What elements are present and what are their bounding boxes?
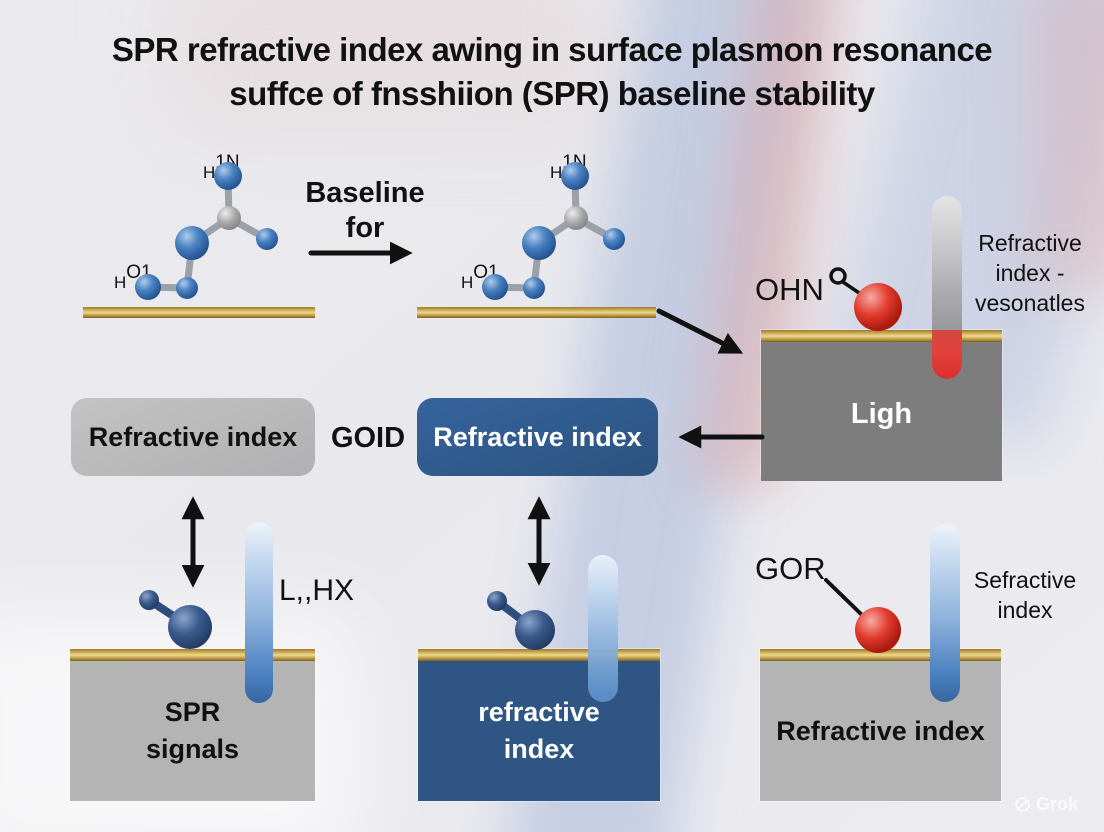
adsorbate-label-gor: GOR (755, 551, 826, 586)
sensor-box-refractive-index-blue-label: refractive index (418, 661, 660, 801)
grok-logo-icon (1015, 797, 1030, 812)
sensor-box-spr-signals-label: SPR signals (70, 661, 315, 801)
gold-label-goid: GOID (330, 422, 406, 454)
watermark: Grok (1014, 794, 1078, 815)
sensor-box-spr-signals: SPR signals (70, 649, 315, 801)
watermark-label: Grok (1036, 794, 1079, 814)
navy-molecule-middle (487, 591, 555, 650)
pill-refractive-index-gray: Refractive index (71, 398, 315, 476)
gold-strip (761, 330, 1002, 342)
gold-surface-bar-left (83, 307, 315, 318)
title-line-2: suffce of fnsshiion (SPR) baseline stabi… (229, 75, 875, 112)
probe-capsule-red-tip (932, 330, 962, 379)
sensor-box-refractive-index-gray: Refractive index (760, 649, 1001, 801)
red-sphere-top (854, 283, 902, 331)
figure-title: SPR refractive index awing in surface pl… (0, 28, 1104, 116)
adsorbate-label-ohn: OHN (755, 272, 824, 307)
arrow-to-ligh-box (656, 308, 744, 354)
caption-refractive-index-vesonatles: Refractive index - vesonatles (975, 230, 1085, 316)
gold-surface-bar-middle (417, 307, 656, 318)
pill-refractive-index-gray-label: Refractive index (88, 421, 298, 452)
gor-pointer (824, 578, 863, 616)
gold-strip (418, 649, 660, 661)
pill-refractive-index-blue-label: Refractive index (433, 421, 642, 452)
title-line-1: SPR refractive index awing in surface pl… (111, 31, 993, 68)
baseline-arrow-label: Baseline for (305, 177, 425, 244)
probe-capsule-blue-middle (588, 555, 618, 702)
sensor-box-ligh-label: Ligh (761, 342, 1002, 481)
capsule-label-lhx: L,,HX (279, 574, 355, 607)
ohn-pointer (829, 267, 870, 301)
pill-refractive-index-blue: Refractive index (417, 398, 658, 476)
sensor-box-refractive-index-gray-label: Refractive index (760, 661, 1001, 801)
probe-capsule-blue-left (245, 522, 273, 703)
sensor-box-refractive-index-blue: refractive index (418, 649, 660, 801)
gold-strip (70, 649, 315, 661)
red-sphere-bottom (855, 607, 901, 653)
probe-capsule-blue-right (930, 524, 960, 702)
caption-sefractive-index: Sefractive index (973, 567, 1077, 623)
gold-strip (760, 649, 1001, 661)
navy-molecule-left (139, 590, 212, 649)
sensor-box-ligh: Ligh (761, 330, 1002, 481)
